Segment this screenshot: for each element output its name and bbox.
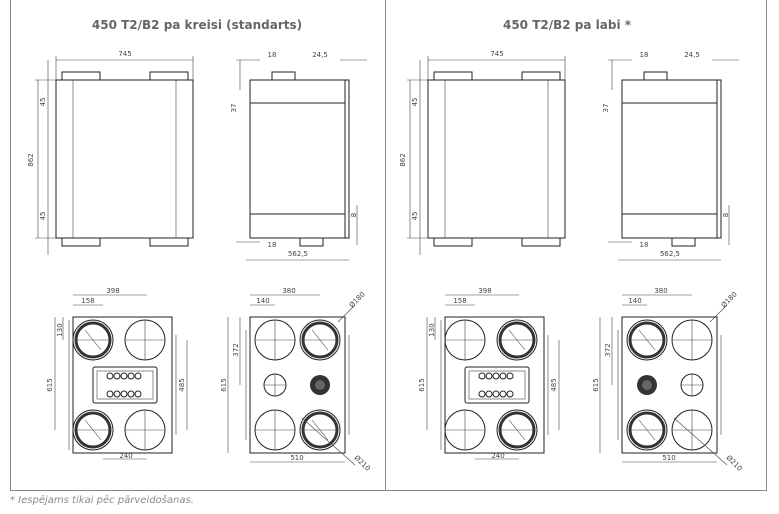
drain-connection <box>637 375 657 395</box>
duct-view-front: 398 158 130 615 485 240 <box>418 287 560 460</box>
duct-connection-active <box>299 319 341 361</box>
duct-connection-active <box>299 409 341 451</box>
dim-158: 158 <box>81 297 94 305</box>
dim-562-5: 562,5 <box>288 250 308 258</box>
dim-24-5: 24,5 <box>684 51 700 59</box>
dim-372: 372 <box>232 343 240 356</box>
dim-240: 240 <box>491 452 504 460</box>
dim-45-top: 45 <box>39 98 47 107</box>
duct-connection <box>254 409 296 451</box>
dim-diameter-210: Ø210 <box>353 454 372 473</box>
dim-510: 510 <box>290 454 303 462</box>
front-view: 745 862 45 45 <box>399 50 566 255</box>
dim-diameter-180: Ø180 <box>720 290 739 309</box>
duct-connection-active <box>626 319 668 361</box>
dim-18-top: 18 <box>640 51 649 59</box>
duct-connection <box>671 319 713 361</box>
duct-connection-active <box>72 409 114 451</box>
dim-130: 130 <box>428 323 436 336</box>
dim-510: 510 <box>662 454 675 462</box>
dim-615: 615 <box>418 378 426 391</box>
dim-130: 130 <box>56 323 64 336</box>
duct-connection-active <box>626 409 668 451</box>
dim-18-top: 18 <box>268 51 277 59</box>
dim-615-side: 615 <box>592 378 600 391</box>
dim-615: 615 <box>46 378 54 391</box>
panel-title-right: 450 T2/B2 pa labi * <box>502 18 632 32</box>
drain-connection <box>310 375 330 395</box>
panel-drawing-right: 745 862 45 45 18 24,5 37 8 18 562,5 398 158 13… <box>399 50 744 473</box>
dim-862: 862 <box>399 153 407 166</box>
dim-380: 380 <box>654 287 667 295</box>
dim-380: 380 <box>282 287 295 295</box>
dim-562-5: 562,5 <box>660 250 680 258</box>
dim-140: 140 <box>256 297 269 305</box>
duct-connection-active <box>72 319 114 361</box>
dim-615-side: 615 <box>220 378 228 391</box>
dim-372: 372 <box>604 343 612 356</box>
condensate-outlet <box>263 373 287 397</box>
duct-view-side: 380 140 Ø180 372 615 510 Ø210 <box>592 287 744 473</box>
duct-connection <box>444 409 486 451</box>
dim-diameter-180: Ø180 <box>348 290 367 309</box>
duct-connection-active <box>496 409 538 451</box>
dim-45-top: 45 <box>411 98 419 107</box>
front-view: 745 862 45 45 <box>27 50 194 255</box>
side-view: 18 24,5 37 8 18 562,5 <box>602 51 739 261</box>
dim-862: 862 <box>27 153 35 166</box>
footnote: * Iespējams tikai pēc pārveidošanas. <box>10 495 194 506</box>
dim-18-bottom: 18 <box>268 241 277 249</box>
side-view: 18 24,5 37 8 18 562,5 <box>230 51 367 261</box>
duct-connection <box>124 409 166 451</box>
panel-divider <box>385 0 386 491</box>
dim-8: 8 <box>722 213 730 217</box>
dim-8: 8 <box>350 213 358 217</box>
panel-title-left: 450 T2/B2 pa kreisi (standarts) <box>91 18 303 32</box>
dim-485: 485 <box>178 378 186 391</box>
dim-140: 140 <box>628 297 641 305</box>
panel-drawing-left: 745 862 45 45 18 24,5 37 8 18 562,5 398 158 13… <box>27 50 372 473</box>
dim-745: 745 <box>118 50 131 58</box>
dim-45-bottom: 45 <box>411 212 419 221</box>
dim-745: 745 <box>490 50 503 58</box>
dim-45-bottom: 45 <box>39 212 47 221</box>
duct-view-side: 380 140 Ø180 372 615 510 Ø210 <box>220 287 372 473</box>
duct-connection <box>671 409 713 451</box>
condensate-outlet <box>680 373 704 397</box>
dim-18-bottom: 18 <box>640 241 649 249</box>
duct-connection <box>254 319 296 361</box>
dim-24-5: 24,5 <box>312 51 328 59</box>
dim-485: 485 <box>550 378 558 391</box>
dim-158: 158 <box>453 297 466 305</box>
drawing-frame <box>10 0 767 491</box>
dim-37: 37 <box>230 104 238 113</box>
duct-view-front: 398 158 130 615 485 240 <box>46 287 188 460</box>
dim-398: 398 <box>106 287 119 295</box>
duct-connection <box>444 319 486 361</box>
dim-diameter-210: Ø210 <box>725 454 744 473</box>
dim-240: 240 <box>119 452 132 460</box>
duct-connection-active <box>496 319 538 361</box>
dim-37: 37 <box>602 104 610 113</box>
duct-connection <box>124 319 166 361</box>
dim-398: 398 <box>478 287 491 295</box>
